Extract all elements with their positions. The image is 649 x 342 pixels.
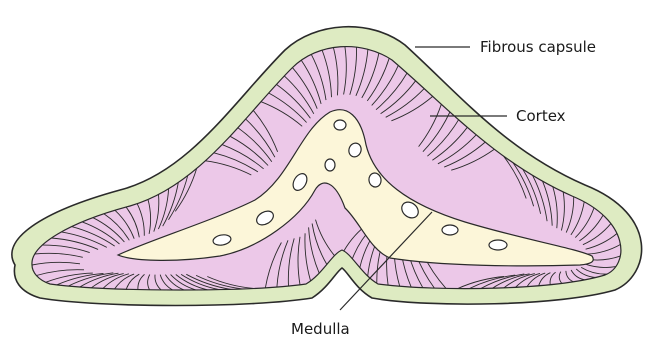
thymic-corpuscle: [489, 240, 507, 250]
cortex-label: Cortex: [516, 107, 566, 125]
thymic-corpuscle: [334, 120, 346, 130]
thymic-corpuscle: [325, 159, 335, 171]
medulla-label: Medulla: [291, 320, 350, 338]
thymic-corpuscle: [442, 225, 458, 235]
capsule-label: Fibrous capsule: [480, 38, 596, 56]
